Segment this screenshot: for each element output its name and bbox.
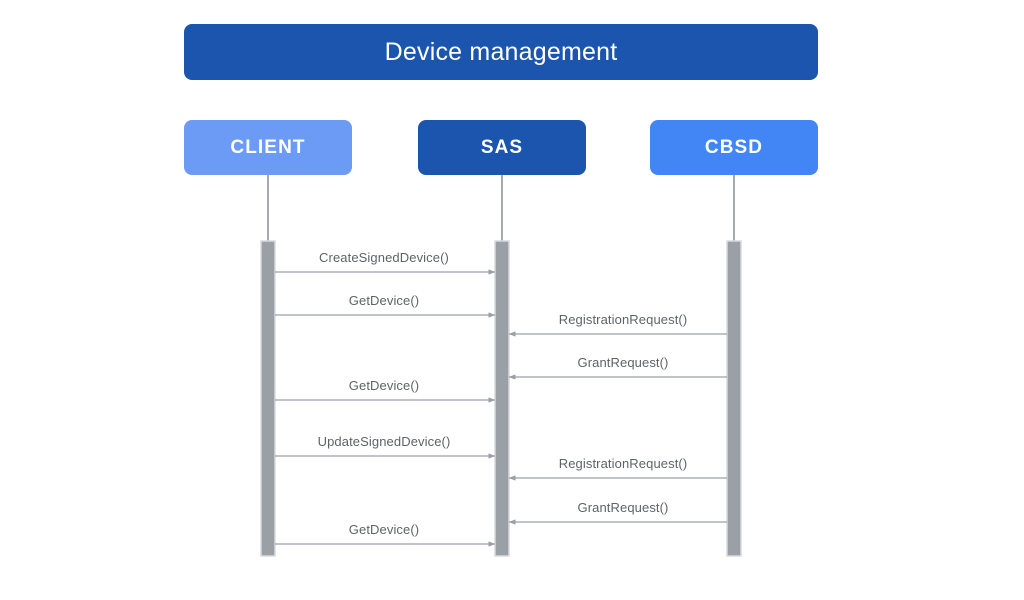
diagram-title-banner: Device management	[184, 24, 818, 80]
message-label: GetDevice()	[348, 522, 420, 537]
message-label: GetDevice()	[348, 378, 420, 393]
participant-label: SAS	[480, 137, 524, 158]
message-label: UpdateSignedDevice()	[317, 434, 451, 449]
participant-sas[interactable]: SAS	[418, 120, 586, 175]
participant-label: CLIENT	[230, 137, 306, 158]
message-label: GrantRequest()	[577, 355, 669, 370]
message-label: CreateSignedDevice()	[319, 250, 449, 265]
participant-cbsd[interactable]: CBSD	[650, 120, 818, 175]
message-label: RegistrationRequest()	[558, 312, 688, 327]
lifelines-group	[267, 175, 735, 241]
message-label: GrantRequest()	[577, 500, 669, 515]
activation-bar-sas	[494, 240, 510, 557]
page-title: Device management	[384, 37, 618, 66]
activation-bars-group	[260, 240, 742, 557]
message-arrows-group	[275, 269, 727, 547]
activation-bar-client	[260, 240, 276, 557]
participant-label: CBSD	[704, 137, 764, 158]
activation-bar-cbsd	[726, 240, 742, 557]
participant-client[interactable]: CLIENT	[184, 120, 352, 175]
message-label: RegistrationRequest()	[558, 456, 688, 471]
message-label: GetDevice()	[348, 293, 420, 308]
